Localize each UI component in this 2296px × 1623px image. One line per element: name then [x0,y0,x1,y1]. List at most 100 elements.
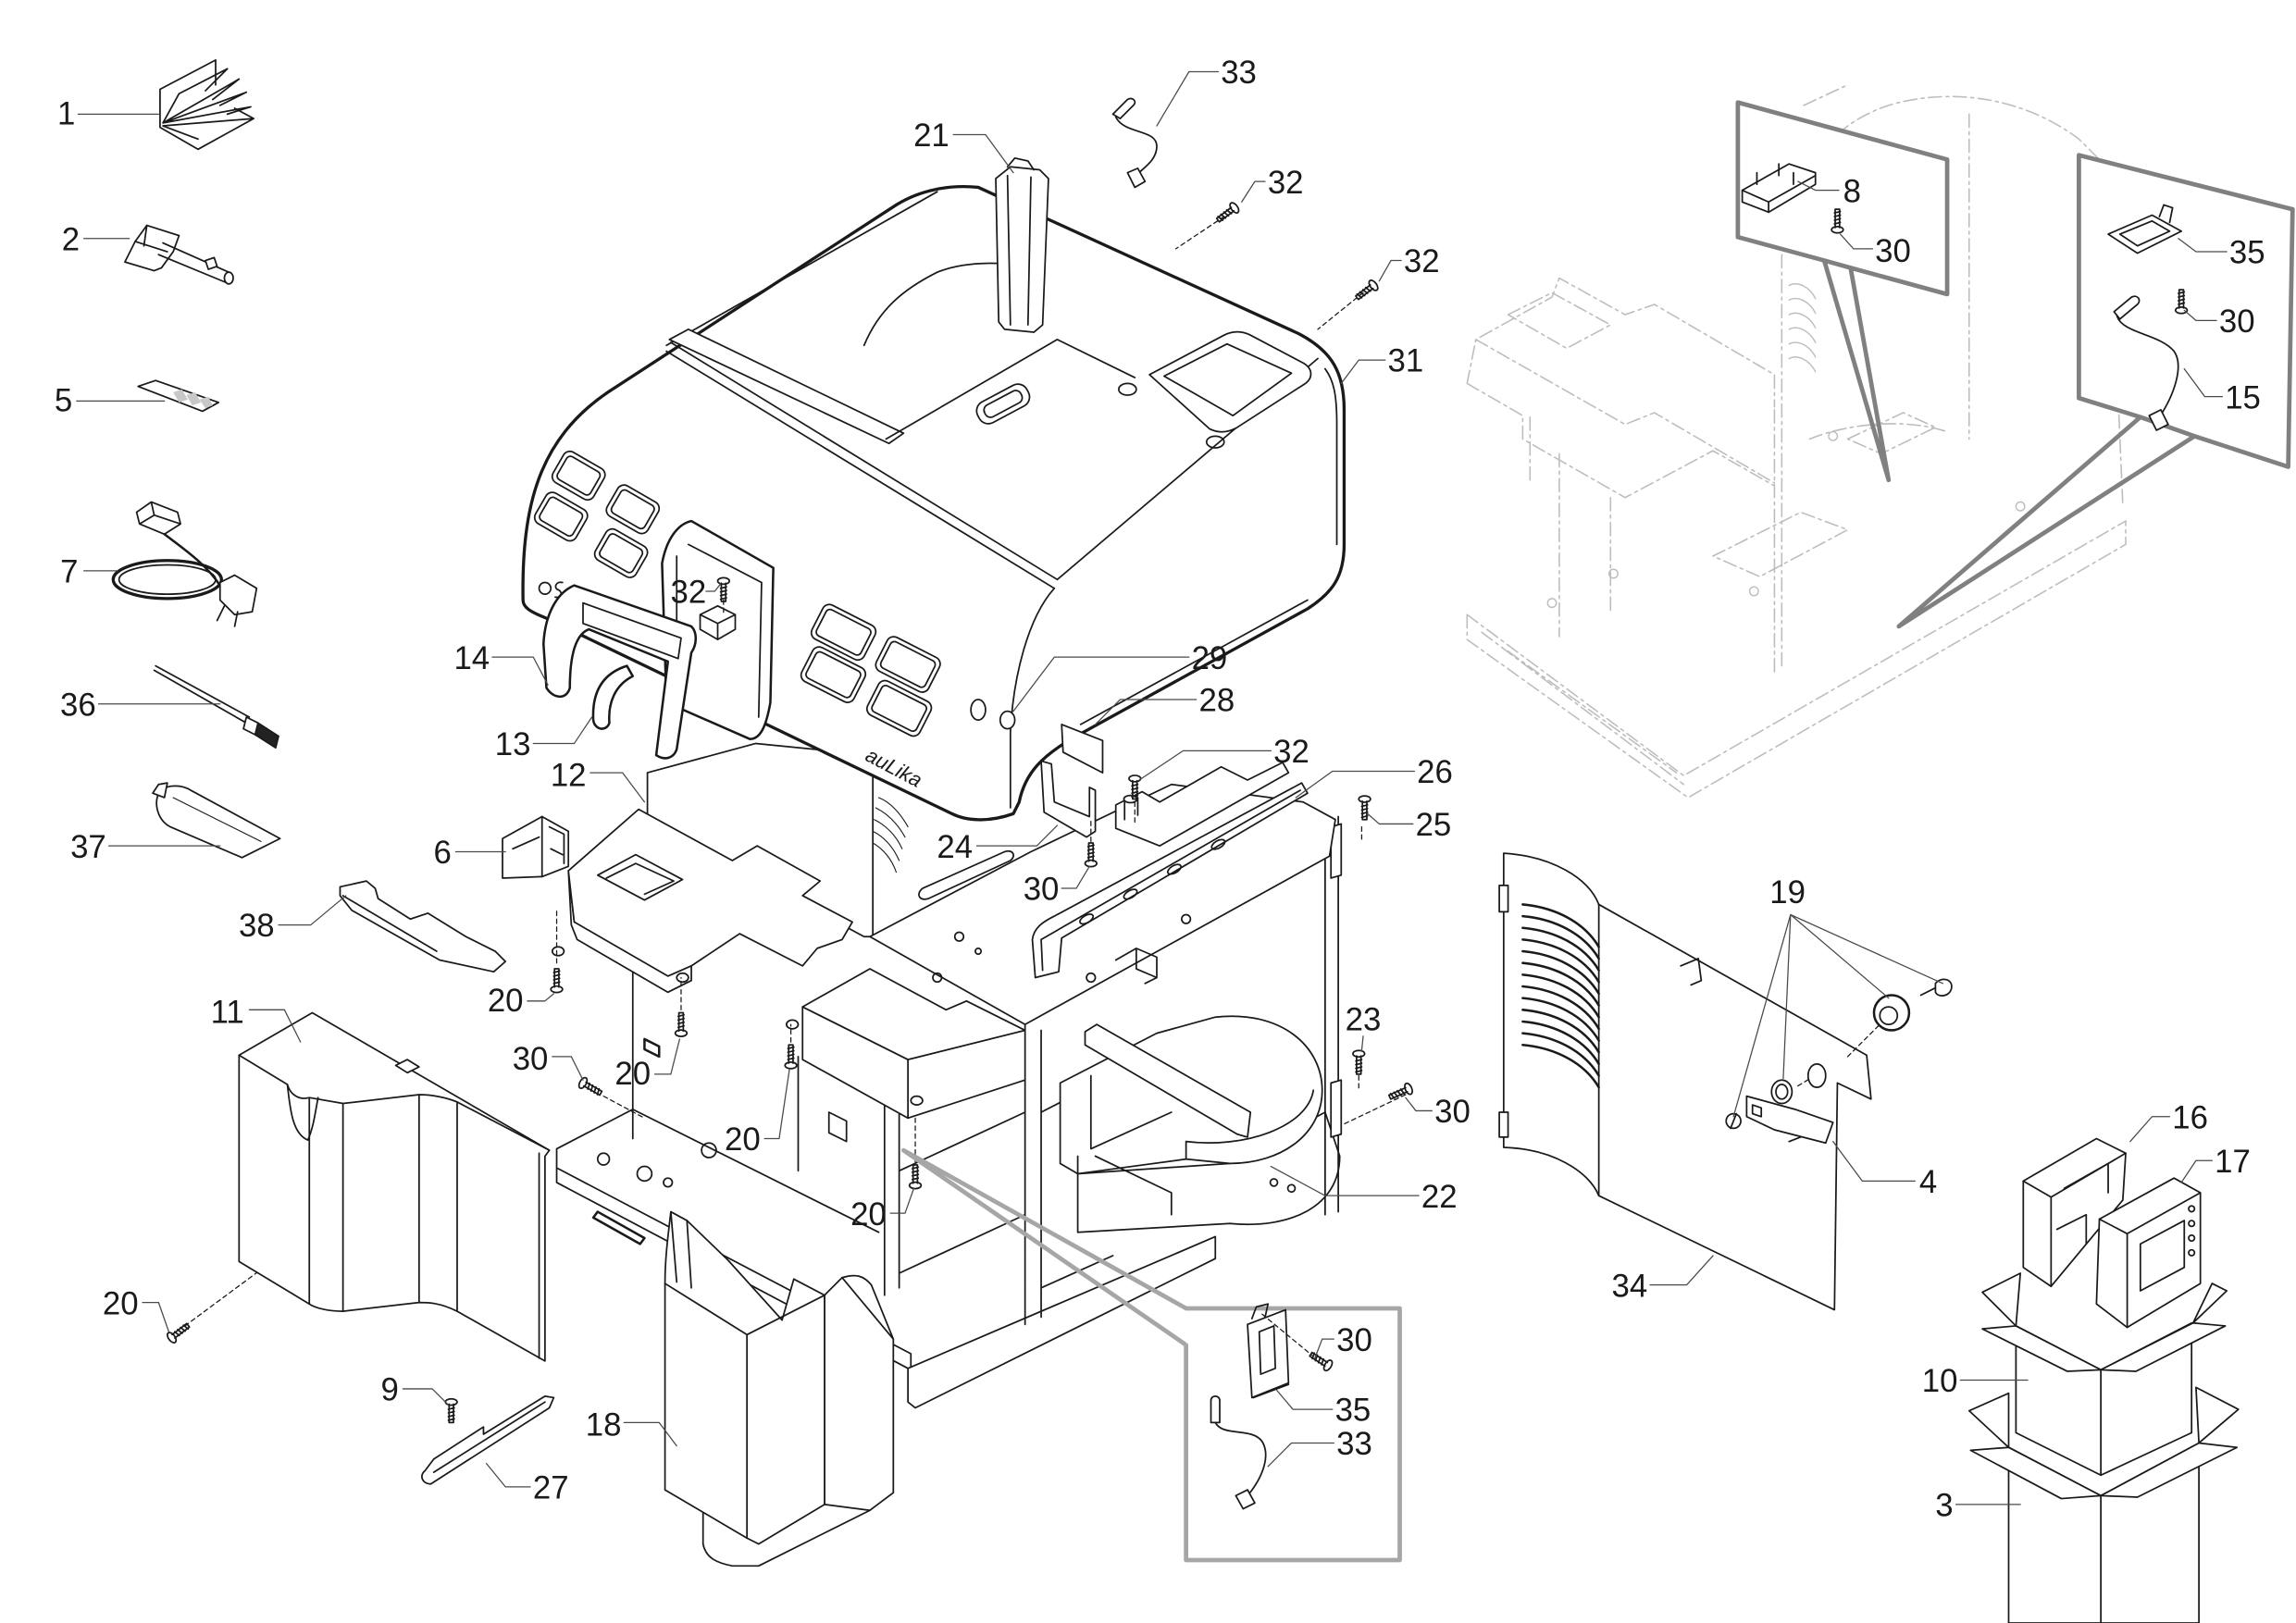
box-3-flap [1969,1446,2102,1500]
callout-label: 30 [1434,1095,1471,1130]
callout-label: 13 [495,727,531,762]
ghost-hole [2015,501,2026,512]
strip-band [173,389,188,403]
part-16-details [2022,1152,2127,1288]
callout-frame [1735,100,1950,297]
lock-cylinder [1872,994,1911,1032]
bracket-4 [1745,1095,1834,1145]
callout-label: 35 [2229,236,2265,271]
tank-details [664,1210,895,1540]
box-10-flap [2191,1282,2228,1324]
slot [591,1210,646,1245]
box-10-flap [1981,1325,2102,1372]
callout-label: 1 [57,96,75,131]
callout-label: 8 [1843,174,1861,209]
hole [663,1177,674,1188]
block [699,604,737,641]
part-21 [995,156,1049,333]
hole [2188,1234,2196,1243]
panel-12-vents [872,797,909,873]
part-6-details [512,815,565,878]
gutter-cylinder [1123,797,1139,821]
screw-axis [1261,1313,1313,1357]
part-33-sensor [1111,97,1158,189]
panel-11-clip [394,1059,420,1074]
callout-label: 18 [586,1408,622,1443]
accessory-test-strip [137,379,220,413]
manual-icon [159,58,255,151]
ghost-hole [1607,568,1619,579]
screw-axes [184,216,1407,1327]
lock-washer-hole [1775,1084,1789,1100]
callout-label: 32 [1273,735,1309,770]
lock-axis [1797,1023,1880,1087]
part-17-details [2098,1192,2202,1329]
callout-label: 20 [850,1197,887,1233]
drip-tray-22 [1059,1015,1341,1233]
ghost-hole [1748,586,1759,597]
tube-crease [172,797,262,842]
callout-label: 7 [60,554,78,589]
hole [1086,972,1097,984]
rail-slot [1123,888,1138,900]
square-cutout [827,1111,848,1143]
cover-tray-slot [668,328,905,445]
callout-pointer [900,1147,1188,1347]
tool-tab [205,256,218,270]
lock-screw-slot [1730,1112,1738,1130]
part-33-connector [1235,1489,1256,1510]
sensor-probe [1111,97,1136,119]
callout-label: 6 [433,836,451,871]
part-6-body [502,815,570,879]
callout-label: 29 [1192,641,1228,676]
callout-label: 35 [1335,1394,1371,1429]
callout-label: 14 [453,641,490,676]
screw-icon [784,1044,798,1070]
callout-label: 22 [1421,1180,1458,1215]
panel-11-outline [238,1011,551,1362]
callout-label: 21 [913,118,949,154]
slot [643,1037,661,1059]
callout-label: 31 [1388,344,1424,379]
cord-cable [163,533,222,587]
part-14 [542,584,698,760]
fasteners [165,200,1415,1424]
hole [974,948,983,956]
ghost-back-panel [1781,83,2124,667]
callout-label: 2 [62,222,80,257]
callout-label: 27 [533,1471,569,1506]
part-13 [591,664,635,730]
tank-18 [664,1210,895,1567]
emblem-icon [538,581,552,596]
front-box [785,968,1026,1120]
panel-34-vents [1521,903,1600,1089]
part-8 [1741,163,1817,214]
post-pin-top [1330,823,1343,879]
hinge-pin [1498,1111,1509,1138]
part-29-cap [999,710,1016,730]
part-24 [1040,760,1097,838]
rail-slot [1079,913,1095,925]
cover-socket [975,383,1031,425]
part-8-details [1741,163,1817,214]
cord-coil [111,559,224,601]
accessory-manual [159,58,255,151]
part-16-body [2022,1137,2127,1288]
part-33-probe [1210,1394,1221,1424]
brush-handle [153,664,251,725]
part-38-edge [341,895,438,952]
part-35-board-details [1250,1303,1290,1399]
screw-icon [444,1397,458,1424]
screw-icon [165,1319,192,1345]
box-10-flap [1981,1272,2022,1327]
callout-label: 37 [70,830,106,865]
ghost-base-plate [1466,520,2127,799]
boss [551,946,565,957]
callout-label: 10 [1922,1364,1958,1399]
callout-label: 20 [614,1057,651,1092]
sensor-connector [1126,167,1147,189]
part-28 [1061,724,1104,774]
callout-label: 20 [488,984,524,1019]
lock-washer [1770,1079,1793,1105]
